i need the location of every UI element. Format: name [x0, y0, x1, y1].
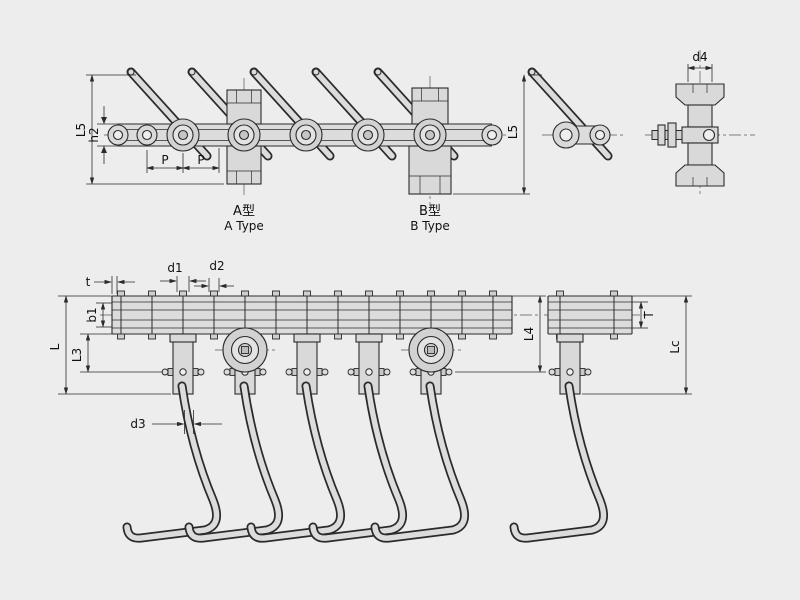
type-b-label-en: B Type — [410, 219, 450, 233]
dim-d4: d4 — [687, 50, 713, 82]
dim-label-h2: h2 — [87, 127, 101, 142]
dim-label-t-cap: T — [642, 311, 656, 320]
dim-label-l5-left: L5 — [74, 123, 88, 137]
dim-lc: Lc — [582, 295, 692, 395]
section-pin-end — [702, 128, 716, 142]
dim-l5-left: L5 — [74, 74, 224, 185]
dim-label-l: L — [48, 343, 62, 350]
dim-label-t: t — [86, 275, 91, 289]
section-bottom-flange — [675, 164, 725, 187]
dim-d2: d2 — [194, 259, 234, 292]
dim-label-d4: d4 — [692, 50, 707, 64]
dim-t: t — [86, 275, 135, 294]
roller-large — [166, 118, 200, 152]
dim-label-l3: L3 — [70, 348, 84, 362]
dim-b1: b1 — [85, 302, 112, 328]
dim-l: L — [48, 295, 171, 395]
dim-l3: L3 — [70, 333, 163, 373]
hook-rod — [127, 386, 217, 538]
section-pin-collar — [667, 122, 677, 148]
carrier-roller — [222, 327, 268, 373]
carrier-roller — [408, 327, 454, 373]
dim-label-b1: b1 — [85, 307, 99, 322]
single-link-side — [552, 121, 611, 149]
dim-pitch: P P — [146, 148, 220, 173]
attachment-b-block — [408, 87, 452, 195]
section-pin-collar — [657, 124, 666, 146]
cross-section-view: d4 — [645, 50, 755, 196]
section-pin-shaft — [651, 130, 683, 140]
roller-small — [107, 124, 129, 146]
roller-large — [413, 118, 447, 152]
dim-label-l5-right: L5 — [506, 125, 520, 139]
dim-l4: L4 — [455, 295, 546, 373]
dim-label-d2: d2 — [209, 259, 224, 273]
roller-large — [289, 118, 323, 152]
dim-label-p1: P — [161, 153, 168, 167]
section-top-neck — [687, 104, 713, 128]
dim-label-p2: P — [197, 153, 204, 167]
plan-chain-band — [111, 295, 513, 335]
dim-h2: h2 — [87, 106, 124, 164]
plan-single-link — [547, 290, 633, 340]
hook-rod — [514, 386, 604, 538]
plan-view: t d1 d2 b1 L — [48, 259, 692, 538]
roller-small — [136, 124, 158, 146]
roller-small — [481, 124, 503, 146]
section-bottom-neck — [687, 142, 713, 166]
top-side-view: L5 h2 P P L5 A型 — [74, 69, 624, 233]
dim-label-l4: L4 — [522, 327, 536, 341]
dim-d1: d1 — [160, 261, 206, 292]
roller-large — [351, 118, 385, 152]
dim-d3: d3 — [130, 410, 222, 434]
section-top-flange — [675, 83, 725, 106]
dim-t-cap: T — [632, 301, 656, 329]
dim-label-d1: d1 — [167, 261, 182, 275]
dim-label-d3: d3 — [130, 417, 145, 431]
type-a-label-en: A Type — [224, 219, 264, 233]
dim-l5-right: L5 — [453, 74, 542, 195]
roller-large — [227, 118, 261, 152]
type-b-label-cn: B型 — [419, 204, 441, 219]
dim-label-lc: Lc — [668, 340, 682, 353]
type-a-label-cn: A型 — [233, 204, 255, 219]
